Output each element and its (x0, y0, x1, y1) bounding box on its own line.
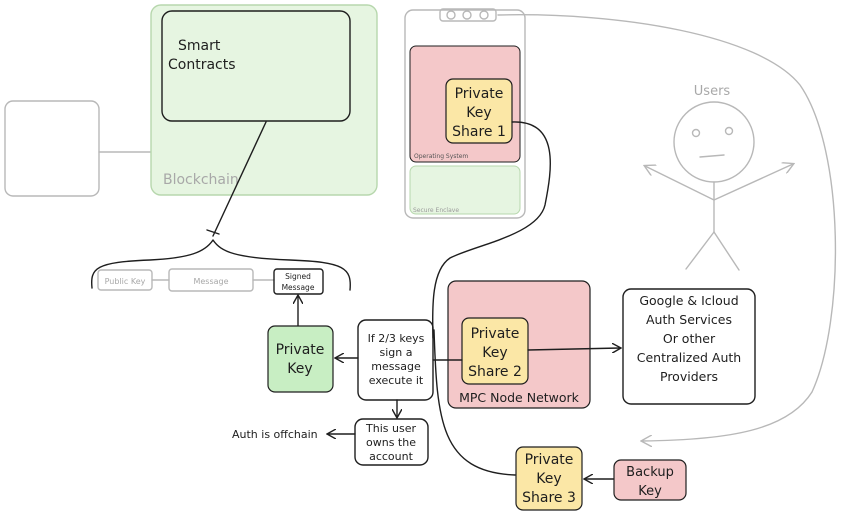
key-share-2: Private Key Share 2 (461, 317, 529, 385)
auth-providers-box: Google & Icloud Auth Services Or other C… (622, 288, 756, 405)
phone-camera-3 (479, 10, 489, 20)
share3-line2: Key (536, 471, 561, 487)
grey-top-arrow (497, 14, 837, 441)
condition-line3: message (371, 360, 421, 373)
private-key-line2: Key (287, 361, 312, 377)
external-box (4, 100, 100, 197)
key-share-3: Private Key Share 3 (515, 446, 583, 511)
share1-to-condition-curve (431, 121, 551, 339)
mpc-label: MPC Node Network (459, 390, 580, 405)
users-figure: Users (645, 84, 793, 271)
share1-line3: Share 1 (452, 124, 506, 140)
condition-line1: If 2/3 keys (368, 332, 425, 345)
private-key-line1: Private (276, 342, 325, 358)
auth-offchain-label: Auth is offchain (232, 428, 318, 441)
smart-contracts-box: Smart Contracts (161, 10, 351, 122)
share1-line1: Private (455, 86, 504, 102)
smart-contracts-line2: Contracts (168, 57, 236, 73)
private-key-box: Private Key (267, 325, 334, 393)
backup-key-box: Backup Key (613, 459, 687, 501)
auth-line3: Or other (663, 331, 716, 346)
share2-line2: Key (482, 345, 507, 361)
smart-contracts-line1: Smart (178, 38, 221, 54)
message-bar: Public Key Message Signed Message (90, 239, 351, 295)
users-label: Users (694, 84, 731, 99)
link-tick (206, 229, 220, 235)
message-label: Message (193, 277, 228, 286)
share2-to-auth-arrow (527, 348, 620, 350)
blockchain-container: Blockchain (150, 4, 378, 196)
share3-line3: Share 3 (522, 490, 576, 506)
backup-line2: Key (638, 484, 662, 499)
auth-line5: Providers (660, 369, 718, 384)
share3-line1: Private (525, 452, 574, 468)
contracts-to-message-link (212, 121, 267, 237)
condition-to-share3-curve (433, 329, 516, 476)
owner-line2: owns the (366, 436, 416, 449)
key-share-1: Private Key Share 1 (445, 78, 513, 144)
owner-line1: This user (365, 422, 416, 435)
signed-message-line2: Message (282, 283, 315, 292)
owner-box: This user owns the account (354, 418, 429, 466)
secure-enclave-box (409, 165, 521, 215)
auth-line2: Auth Services (646, 312, 732, 327)
phone-camera-1 (446, 10, 456, 20)
blockchain-label: Blockchain (163, 172, 239, 188)
share1-line2: Key (466, 105, 491, 121)
secure-enclave-label: Secure Enclave (413, 207, 459, 214)
auth-line4: Centralized Auth (637, 350, 741, 365)
share2-line3: Share 2 (468, 364, 522, 380)
condition-box: If 2/3 keys sign a message execute it (357, 319, 434, 401)
condition-line2: sign a (380, 346, 413, 359)
public-key-label: Public Key (105, 277, 146, 286)
condition-line4: execute it (369, 374, 424, 387)
backup-line1: Backup (626, 465, 674, 480)
phone-camera-notch (439, 8, 497, 22)
user-head (673, 101, 755, 183)
phone-camera-2 (462, 10, 472, 20)
auth-line1: Google & Icloud (639, 293, 738, 308)
owner-line3: account (369, 450, 414, 463)
operating-system-label: Operating System (414, 153, 468, 160)
signed-message-line1: Signed (285, 272, 311, 281)
share2-line1: Private (471, 326, 520, 342)
